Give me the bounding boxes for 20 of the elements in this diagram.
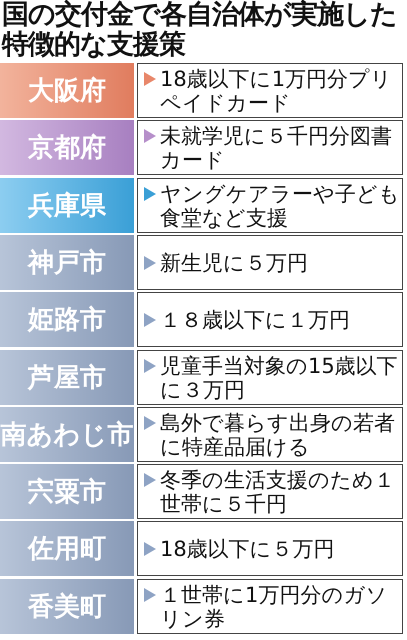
measure-text: １８歳以下に１万円 [160, 308, 351, 332]
measure-text: 未就学児に５千円分図書カード [160, 124, 393, 172]
measure-text: 18歳以下に５万円 [160, 537, 336, 562]
measure-text: 児童手当対象の15歳以下に３万円 [160, 354, 399, 402]
measure-text: 新生児に５万円 [160, 250, 309, 275]
region-cell: 芦屋市 [0, 350, 134, 404]
region-cell: 京都府 [0, 120, 134, 176]
region-cell: 姫路市 [0, 292, 134, 348]
measure-text: 冬季の生活支援のため１世帯に５千円 [160, 468, 396, 516]
measure-text: 島外で暮らす出身の若者に特産品届ける [160, 410, 396, 459]
region-cell: 佐用町 [0, 521, 134, 576]
region-cell: 兵庫県 [0, 178, 134, 233]
region-cell: 大阪府 [0, 63, 134, 118]
measure-text: 18歳以下に1万円分プリペイドカード [160, 67, 394, 115]
region-cell: 神戸市 [0, 234, 134, 290]
measure-text: １世帯に1万円分のガソリン券 [160, 582, 388, 631]
region-cell: 香美町 [0, 578, 134, 634]
region-cell: 南あわじ市 [0, 406, 134, 462]
measure-text: ヤングケアラーや子ども食堂など支援 [160, 182, 400, 230]
region-cell: 宍粟市 [0, 464, 134, 520]
